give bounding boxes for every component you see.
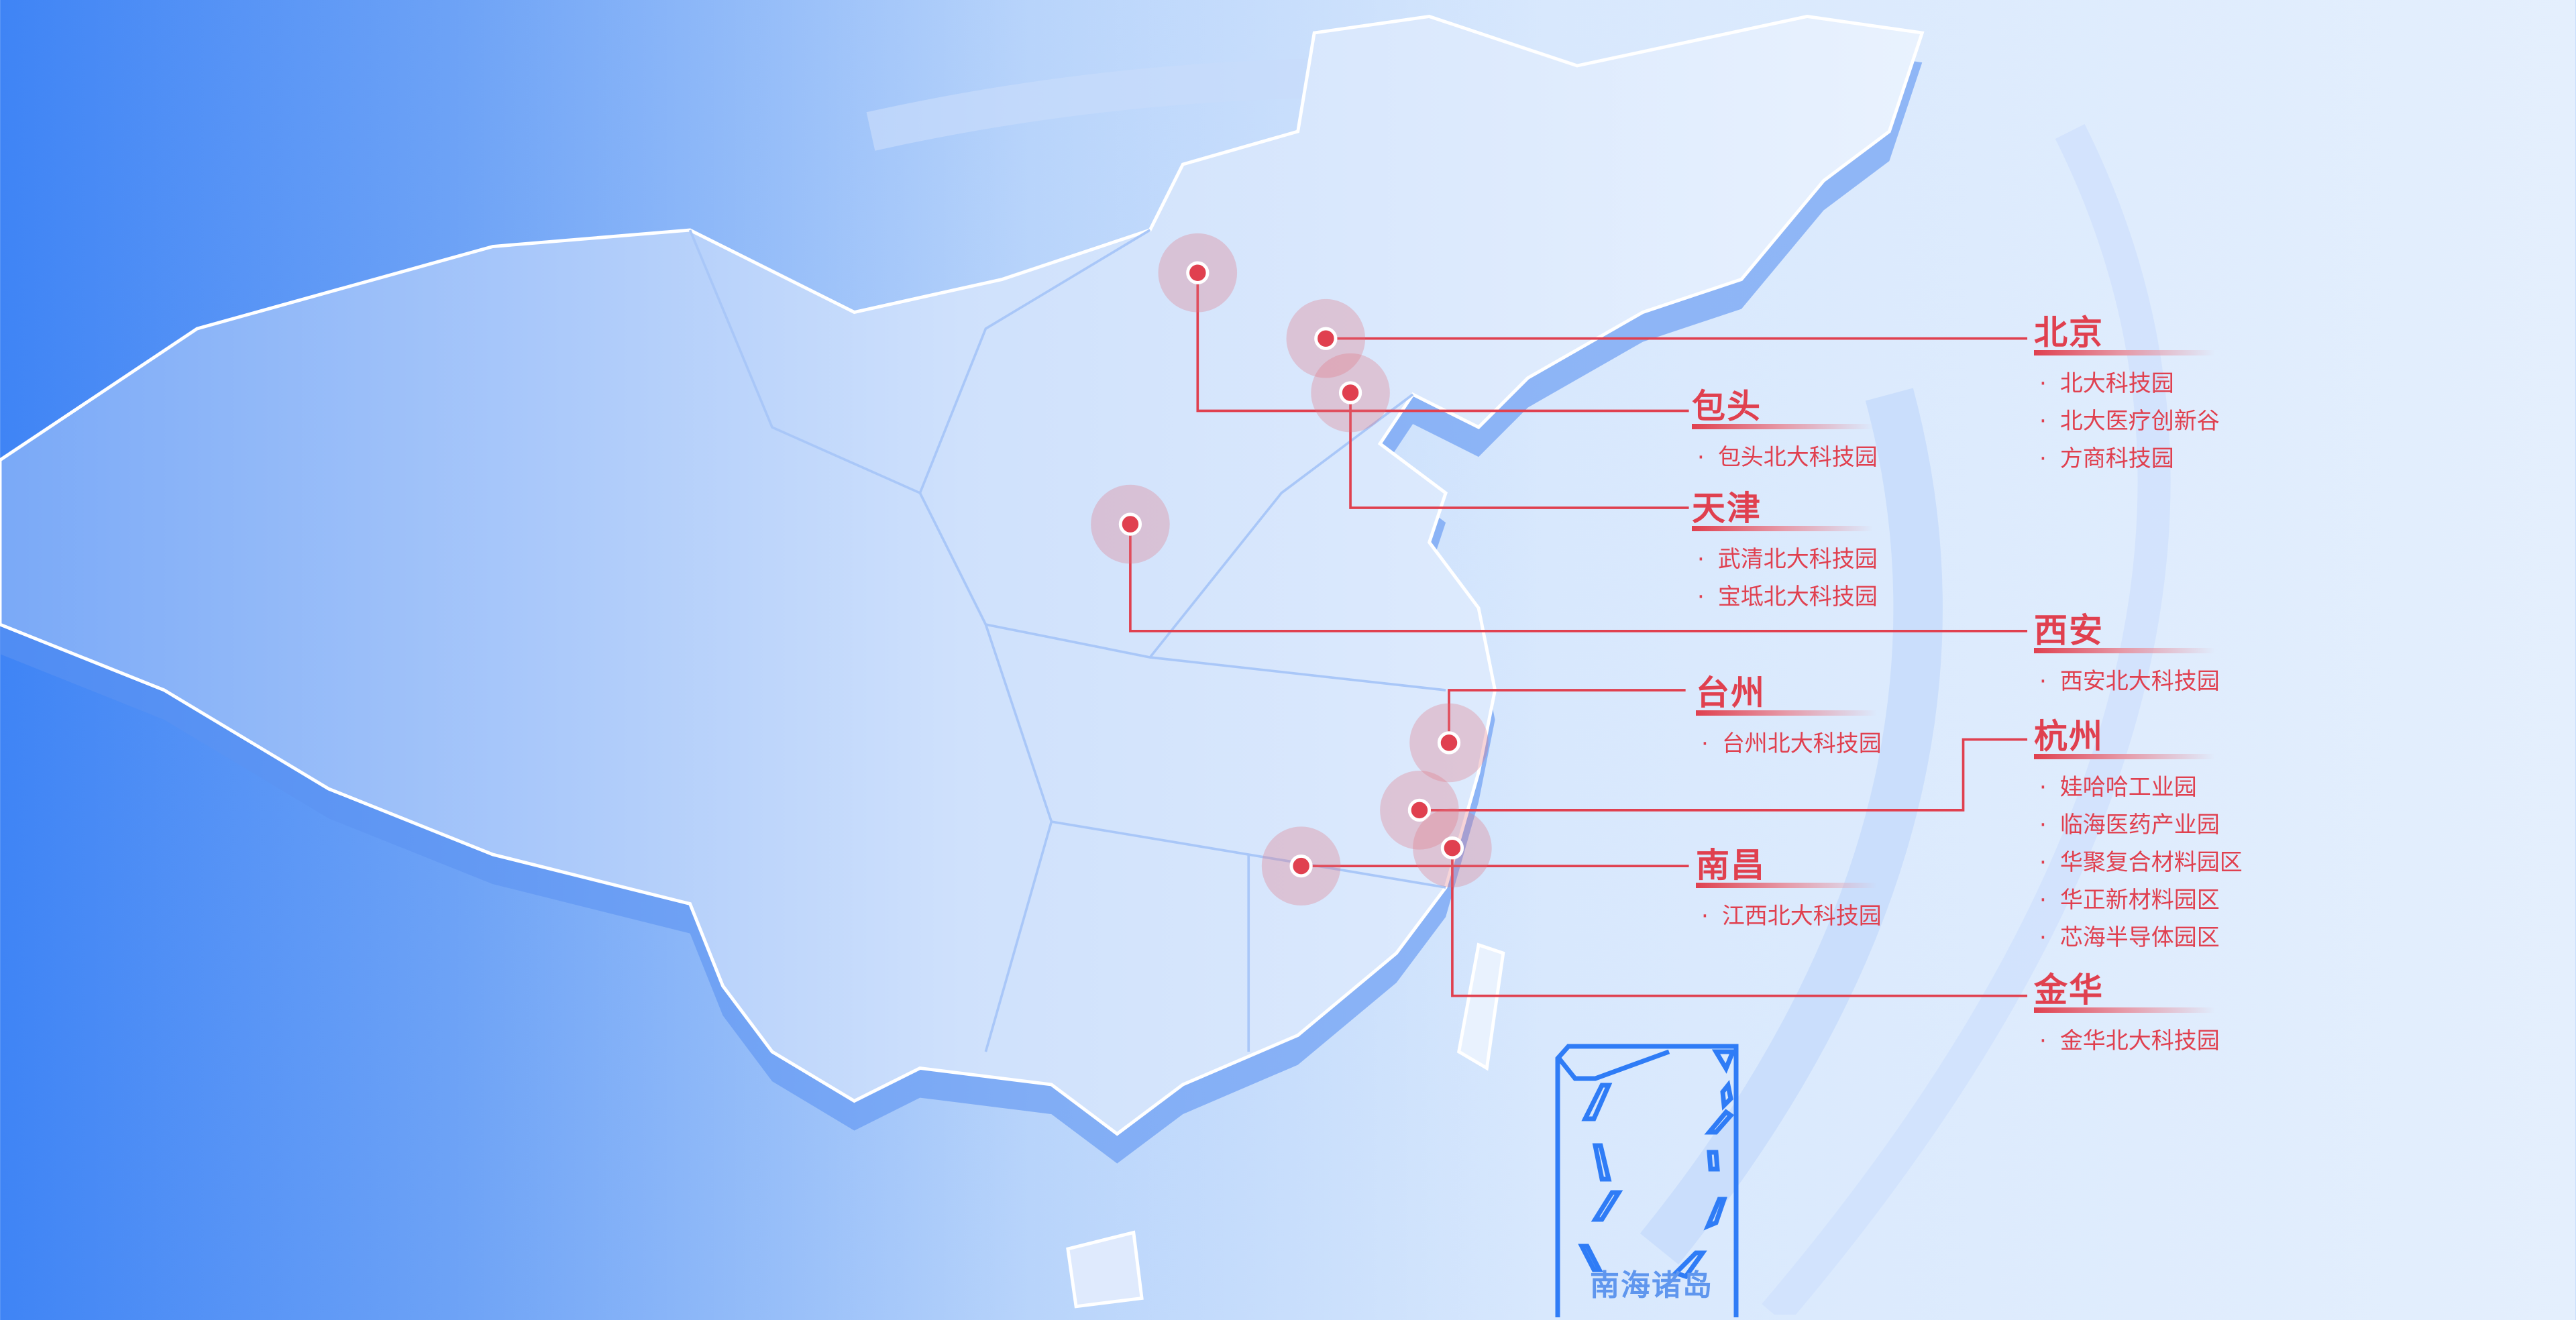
city-label-xian: 西安 西安北大科技园: [2034, 610, 2220, 700]
marker-xian: [1091, 484, 1170, 564]
park-item: 金华北大科技园: [2034, 1022, 2220, 1060]
inset-label: 南海诸岛: [1590, 1268, 1713, 1303]
line-jinhua: [1451, 848, 2028, 997]
taiwan: [1456, 942, 1505, 1071]
south-china-sea-inset: [1555, 1044, 1739, 1317]
city-label-tianjin: 天津 武清北大科技园 宝坻北大科技园: [1692, 488, 1878, 616]
hainan: [1066, 1230, 1144, 1309]
park-item: 临海医药产业园: [2034, 806, 2243, 844]
park-item: 北大医疗创新谷: [2034, 402, 2220, 440]
city-name: 台州: [1696, 673, 1877, 716]
park-item: 包头北大科技园: [1692, 439, 1878, 476]
decorative-arc: [1640, 388, 1943, 1265]
park-item: 方商科技园: [2034, 440, 2220, 478]
park-item: 娃哈哈工业园: [2034, 769, 2243, 806]
park-item: 北大科技园: [2034, 365, 2220, 402]
city-name: 天津: [1692, 488, 1873, 531]
marker-hangzhou: [1380, 771, 1459, 850]
line-xian: [1129, 524, 2028, 632]
marker-taizhou: [1409, 703, 1489, 783]
marker-baotou: [1158, 233, 1238, 313]
marker-jinhua: [1413, 808, 1492, 887]
city-name: 北京: [2034, 313, 2215, 355]
park-item: 宝坻北大科技园: [1692, 578, 1878, 616]
marker-tianjin: [1311, 353, 1390, 433]
city-label-beijing: 北京 北大科技园 北大医疗创新谷 方商科技园: [2034, 313, 2220, 478]
city-name: 西安: [2034, 610, 2215, 653]
city-name: 杭州: [2034, 716, 2215, 759]
park-item: 华聚复合材料园区: [2034, 844, 2243, 881]
park-item: 芯海半导体园区: [2034, 919, 2243, 956]
park-item: 华正新材料园区: [2034, 881, 2243, 919]
city-label-hangzhou: 杭州 娃哈哈工业园 临海医药产业园 华聚复合材料园区 华正新材料园区 芯海半导体…: [2034, 716, 2243, 956]
line-taizhou: [1448, 689, 1686, 743]
city-label-jinhua: 金华 金华北大科技园: [2034, 970, 2220, 1060]
line-baotou: [1196, 272, 1689, 412]
city-name: 金华: [2034, 970, 2215, 1013]
city-label-baotou: 包头 包头北大科技园: [1692, 386, 1878, 476]
marker-beijing: [1286, 298, 1366, 378]
city-markers: [1091, 233, 1492, 905]
city-label-nanchang: 南昌 江西北大科技园: [1696, 845, 1882, 935]
marker-nanchang: [1261, 826, 1341, 905]
connector-lines: [1129, 272, 2028, 997]
park-item: 江西北大科技园: [1696, 897, 1882, 935]
park-item: 武清北大科技园: [1692, 541, 1878, 578]
line-tianjin: [1349, 392, 1689, 509]
park-item: 西安北大科技园: [2034, 663, 2220, 700]
city-name: 南昌: [1696, 845, 1877, 888]
city-label-taizhou: 台州 台州北大科技园: [1696, 673, 1882, 763]
line-hangzhou: [1419, 738, 2028, 812]
province-borders: [688, 229, 1446, 1052]
city-name: 包头: [1692, 386, 1873, 429]
park-item: 台州北大科技园: [1696, 725, 1882, 763]
